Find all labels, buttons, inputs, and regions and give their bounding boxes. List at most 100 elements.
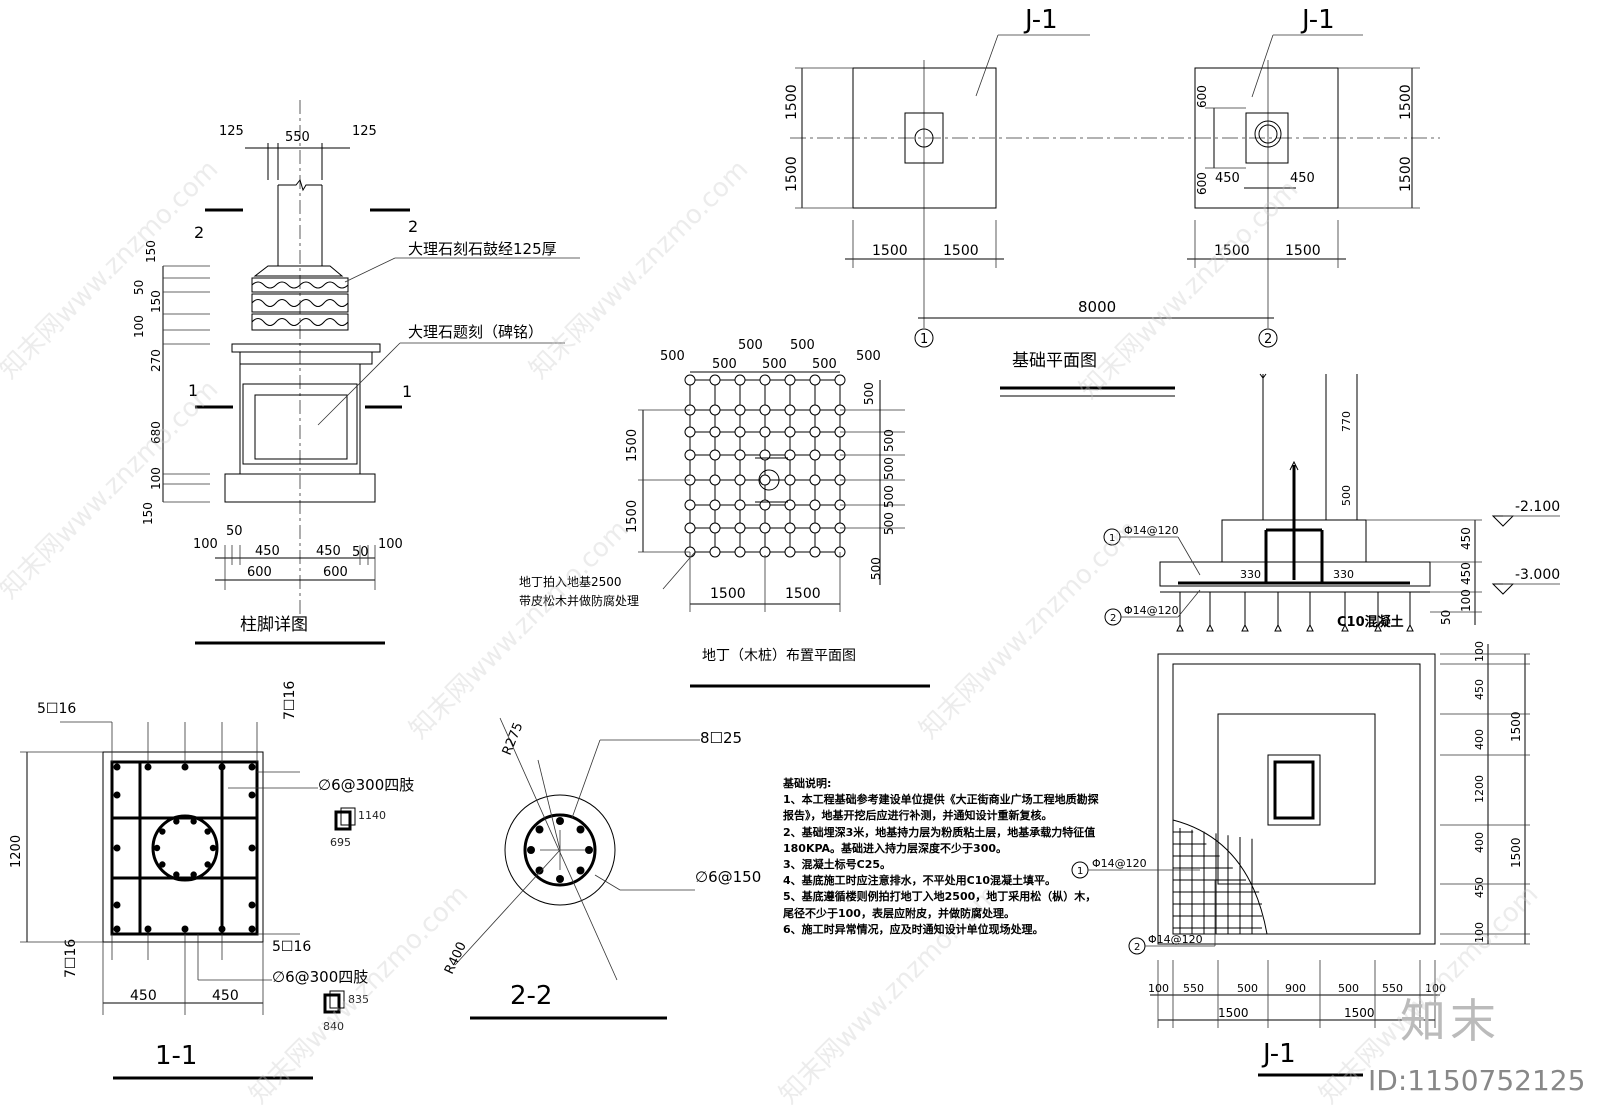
rebar-dot: [113, 763, 121, 771]
j1p-dim-r-total-2: 1500: [1509, 837, 1523, 868]
pile-plan: 1500 1500 500 500 500 500 500 500 500 50…: [519, 338, 930, 688]
j1p-dim-b-3: 500: [1237, 982, 1258, 995]
pile-marker: [834, 374, 846, 386]
watermark-2: 知末网www.znzmo.com: [0, 374, 224, 605]
rebar-dot: [248, 901, 256, 909]
fp-dim-total: 8000: [1078, 298, 1116, 316]
fp-dim-left-1500-b: 1500: [784, 156, 800, 192]
pile-marker: [759, 374, 771, 386]
pile-marker: [734, 474, 746, 486]
note-item-5: 5、基底遵循楼则例拍打地丁入地2500，地丁采用松（枞）木，尾径不少于100，表…: [783, 890, 1097, 920]
rebar-dot: [576, 866, 585, 875]
j1-dim-450-a: 450: [1459, 527, 1473, 550]
bars-bottom-label: 5☐16: [272, 939, 311, 955]
j1p-dim-b-4: 900: [1285, 982, 1306, 995]
stirrup-2-dim-b: 840: [323, 1020, 344, 1033]
pile-marker: [734, 499, 746, 511]
j1p-dim-b-2: 550: [1183, 982, 1204, 995]
pile-marker: [734, 426, 746, 438]
svg-text:1: 1: [1109, 533, 1115, 544]
j1-dim-770: 770: [1340, 411, 1353, 432]
bars-side-bottom-label: 7☐16: [63, 939, 79, 978]
note-item-2: 2、基础埋深3米，地基持力层为粉质粘土层，地基承载力特征值180KPA。基础进入…: [783, 825, 1096, 855]
section-1-1-title: 1-1: [155, 1041, 197, 1071]
fp-dim-450-b: 450: [1290, 171, 1315, 186]
stirrup-2-2-label: ∅6@150: [695, 868, 761, 886]
pile-marker: [709, 499, 721, 511]
pile-marker: [684, 522, 696, 534]
watermark-7: 知末网www.znzmo.com: [244, 879, 475, 1110]
rebar-dot: [159, 828, 166, 835]
pile-marker: [709, 404, 721, 416]
pile-dim-bottom-1500-a: 1500: [710, 586, 746, 602]
watermark-4: 知末网www.znzmo.com: [404, 514, 635, 745]
rebar-dot: [144, 763, 152, 771]
fp-dim-450-a: 450: [1215, 171, 1240, 186]
rebar-dot: [181, 925, 189, 933]
pile-marker: [684, 426, 696, 438]
dim-bottom-450-right: 450: [316, 544, 341, 559]
rebar-dot: [113, 901, 121, 909]
pile-marker: [709, 426, 721, 438]
rebar-dot: [248, 763, 256, 771]
stirrup-1-dim-b: 695: [330, 836, 351, 849]
dim-bottom-450-left: 450: [255, 544, 280, 559]
fp-axis-1: 1: [920, 332, 928, 347]
j1-rebar-2: Φ14@120: [1124, 604, 1179, 617]
j1-detail: 330 330 770 500 450 450 100 50 -2.100 -3…: [1071, 373, 1560, 1077]
pile-dim-right-6: 500: [869, 557, 883, 580]
rebar-dot: [113, 791, 121, 799]
rebar-dot: [527, 846, 535, 854]
fp-dim-right-1500-b: 1500: [1398, 156, 1414, 192]
rebar-dot: [535, 825, 544, 834]
s11-dim-450-b: 450: [212, 988, 239, 1004]
section-1-1: 5☐16 7☐16 7☐16 5☐16 ∅6@300四肢 1140 695 ∅6…: [9, 681, 414, 1080]
pile-dim-bottom-1500-b: 1500: [785, 586, 821, 602]
callout-drum: 大理石刻石鼓经125厚: [408, 240, 557, 258]
rebar-dot: [218, 925, 226, 933]
watermark-1: 知末网www.znzmo.com: [0, 154, 224, 385]
pile-dim-right-1: 500: [862, 382, 876, 405]
j1p-dim-b-7: 100: [1425, 982, 1446, 995]
pile-dim-top-6: 500: [812, 357, 837, 372]
j1p-dim-b-1: 100: [1148, 982, 1169, 995]
j1-dim-50: 50: [1439, 610, 1453, 625]
pile-marker: [809, 426, 821, 438]
svg-text:2: 2: [1134, 942, 1140, 953]
pile-marker: [809, 374, 821, 386]
rebar-dot: [204, 828, 211, 835]
pile-marker: [759, 474, 771, 486]
j1-dim-450-b: 450: [1459, 562, 1473, 585]
rebar-dot: [576, 825, 585, 834]
s11-dim-height: 1200: [9, 835, 24, 868]
pile-marker: [709, 474, 721, 486]
image-id: ID:1150752125: [1368, 1064, 1586, 1097]
pile-marker: [734, 449, 746, 461]
rebar-dot: [218, 763, 226, 771]
pile-marker: [684, 499, 696, 511]
stirrup-1-label: ∅6@300四肢: [318, 776, 414, 794]
pile-dim-right-4: 500: [882, 485, 896, 508]
pile-dim-top-7: 500: [856, 349, 881, 364]
pile-marker: [809, 404, 821, 416]
j1-plan-title: J-1: [1261, 1039, 1296, 1069]
section-mark-2-left: 2: [194, 223, 204, 242]
foundation-notes: 基础说明: 1、本工程基础参考建设单位提供《大正街商业广场工程地质勘探报告》，地…: [783, 776, 1103, 938]
j1p-dim-r-1: 100: [1473, 641, 1486, 662]
j1p-dim-r-total-1: 1500: [1509, 711, 1523, 742]
section-mark-1-left: 1: [188, 381, 198, 400]
j1-plan-rebar-1: Φ14@120: [1092, 857, 1147, 870]
pile-dim-top-2: 500: [712, 357, 737, 372]
radius-outer: R400: [442, 940, 470, 977]
rebar-dot: [153, 844, 161, 852]
s11-dim-450-a: 450: [130, 988, 157, 1004]
fp-dim-600-a: 600: [1195, 85, 1209, 108]
rebar-dot: [535, 866, 544, 875]
bars-2-2-label: 8☐25: [700, 729, 742, 747]
j1p-dim-b-total-1: 1500: [1218, 1006, 1249, 1020]
rebar-dot: [113, 925, 121, 933]
watermark-layer: 知末网www.znzmo.com 知末网www.znzmo.com 知末网www…: [0, 154, 1544, 1110]
j1-dim-330-right: 330: [1333, 568, 1354, 581]
rebar-dot: [248, 925, 256, 933]
